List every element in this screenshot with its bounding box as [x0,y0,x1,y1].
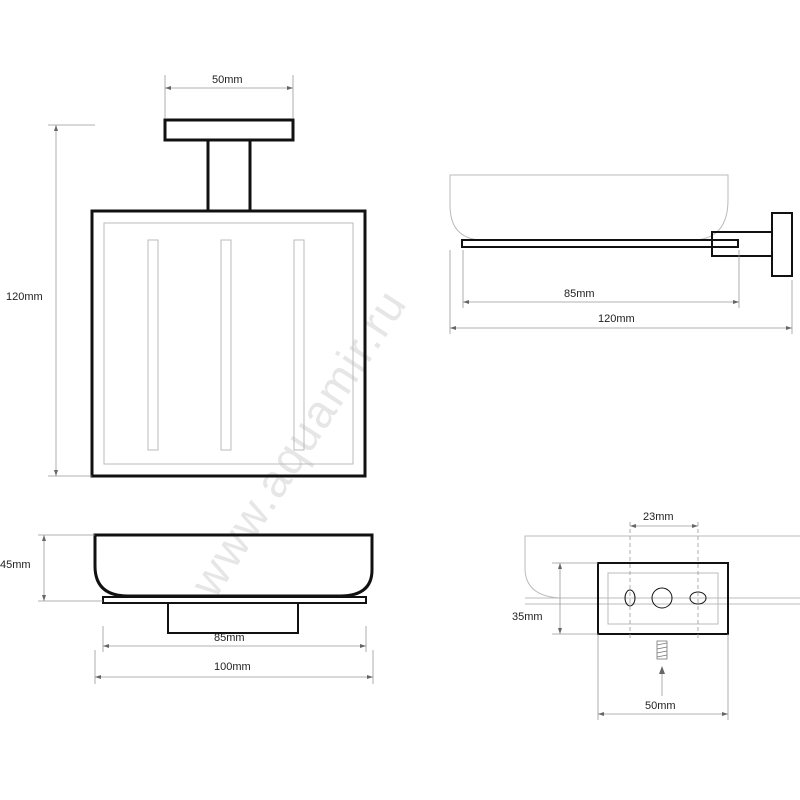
dim-mount-height: 35mm [512,611,543,623]
glass-bowl [449,174,729,241]
dim-front-inner: 85mm [214,632,245,644]
center-hole [651,587,673,609]
dim-hole-spacing: 23mm [643,511,674,523]
watermark: www.aquamir.ru [179,279,417,606]
front-view: 45mm 85mm 100mm [0,533,374,684]
detail-bowl [524,535,800,599]
dim-mount-width: 50mm [645,700,676,712]
tray-outer [90,209,367,478]
mount-detail: 23mm 35mm 50mm [512,511,800,720]
side-view: 85mm 120mm [449,174,793,334]
detail-plate-inner [607,572,719,625]
dim-total-height: 120mm [6,291,43,303]
dim-side-depth: 85mm [564,288,595,300]
tray-inner [103,222,354,465]
arm [711,231,773,257]
tray-slot [220,239,232,451]
dim-side-total: 120mm [598,313,635,325]
detail-plate [597,562,729,635]
mount-stem [206,138,252,213]
wall-plate [163,118,295,142]
tray-slot [147,239,159,451]
top-view: 50mm 120mm [6,74,367,478]
dim-front-total: 100mm [214,661,251,673]
front-mount [167,602,299,634]
side-wall-plate [771,212,793,277]
shelf-bar [461,239,739,248]
dim-front-height: 45mm [0,559,31,571]
dim-top-width: 50mm [212,74,243,86]
set-screw-icon [656,640,668,660]
tray-slot [293,239,305,451]
